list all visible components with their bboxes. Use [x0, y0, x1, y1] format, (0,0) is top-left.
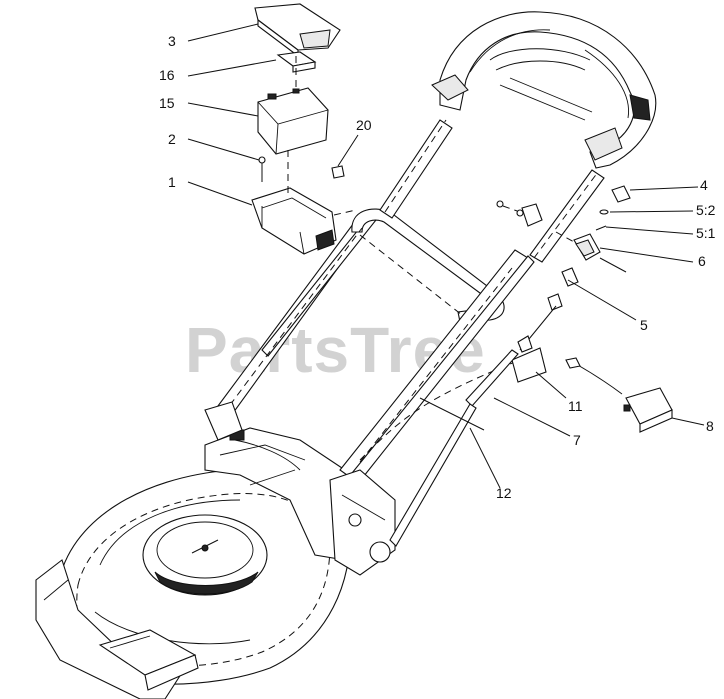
callout-4: 4 [700, 177, 708, 193]
part-8-charger [565, 357, 673, 433]
callout-12: 12 [496, 485, 512, 501]
mower-deck [35, 427, 361, 699]
leader-lines [187, 23, 705, 489]
callout-16: 16 [159, 67, 175, 83]
callout-labels: 3 16 15 2 20 1 4 5:2 5:1 6 5 11 8 7 12 [159, 33, 716, 501]
callout-7: 7 [573, 432, 581, 448]
part-5-2-washer [599, 209, 609, 215]
part-12-rod [419, 397, 485, 431]
part-20-clip [331, 165, 345, 179]
callout-8: 8 [706, 418, 714, 434]
callout-1: 1 [168, 174, 176, 190]
part-2-screw [258, 156, 266, 182]
callout-5: 5 [640, 317, 648, 333]
callout-2: 2 [168, 131, 176, 147]
handle-assembly [204, 11, 657, 576]
callout-5-2: 5:2 [696, 202, 716, 218]
part-5-connector [561, 267, 579, 287]
callout-15: 15 [159, 95, 175, 111]
part-15-battery [257, 87, 329, 155]
part-1-battery-tray [251, 187, 337, 255]
callout-5-1: 5:1 [696, 225, 716, 241]
callout-20: 20 [356, 117, 372, 133]
callout-3: 3 [168, 33, 176, 49]
part-4-cap [611, 185, 631, 203]
control-cable [359, 359, 521, 461]
part-3-cover [254, 3, 341, 58]
battery-group [251, 3, 357, 255]
callout-6: 6 [698, 253, 706, 269]
part-5-1-pin [595, 225, 607, 231]
right-side-parts [389, 185, 673, 547]
part-16-pad [276, 51, 317, 73]
callout-11: 11 [568, 398, 583, 414]
